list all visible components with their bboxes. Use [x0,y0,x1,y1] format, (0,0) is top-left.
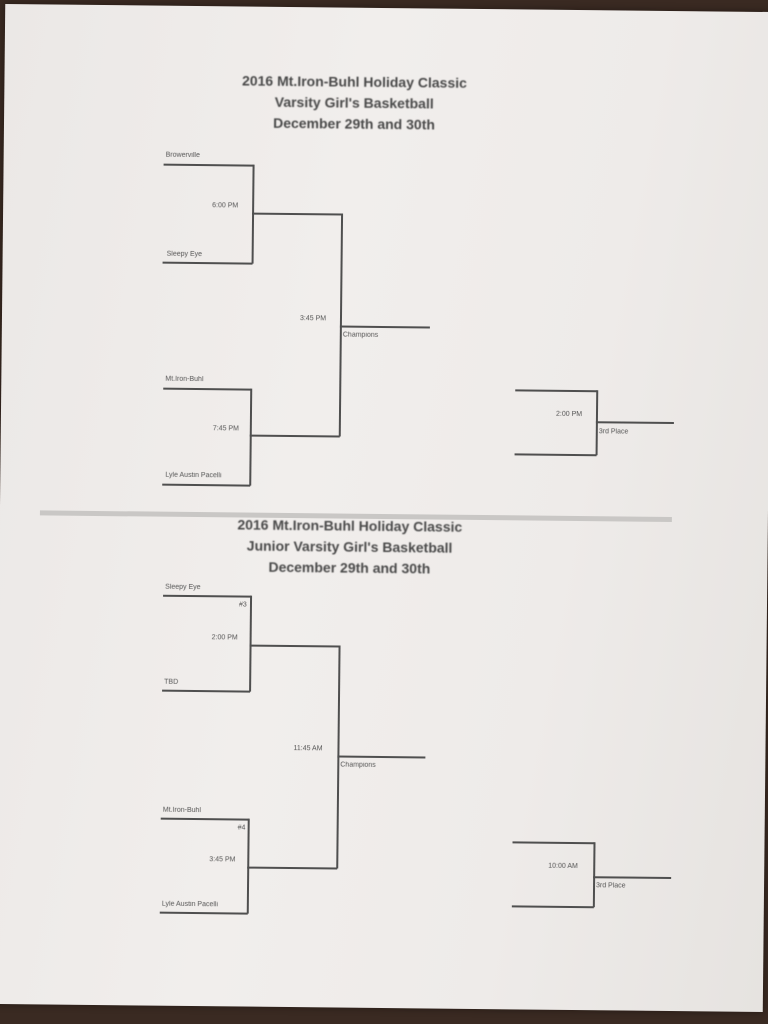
jv-champion-line [337,755,426,758]
jv-team-1: Sleepy Eye [165,583,201,592]
jv-team-3: Mt.Iron-Buhl [162,806,201,815]
jv-champions-label: Champions [340,761,376,769]
jv-third-label: 3rd Place [596,882,626,890]
jv-bracket: Sleepy Eye #3 TBD 2:00 PM Mt.Iron-Buhl #… [0,4,768,1012]
jv-team-4: Lyle Austin Pacelli [161,900,219,909]
jv-seed-3: #4 [237,824,246,832]
jv-winner-1 [249,644,340,648]
jv-team-2: TBD [164,678,179,686]
jv-slot-1 [163,594,252,598]
jv-winner-2 [247,866,338,870]
jv-seed-1: #3 [238,601,247,609]
jv-game1-time: 2:00 PM [211,634,238,642]
jv-third-time: 10:00 AM [548,862,578,871]
jv-third-connector [592,842,596,908]
paper-sheet: 2016 Mt.Iron-Buhl Holiday Classic Varsit… [0,4,768,1012]
jv-final-time: 11:45 AM [293,745,323,753]
jv-slot-3 [160,817,249,821]
jv-slot-2 [162,689,251,693]
jv-game2-time: 3:45 PM [209,856,236,864]
jv-slot-4 [159,911,248,915]
jv-third-slot-2 [511,905,594,908]
jv-third-slot-1 [512,841,595,844]
jv-third-winner-line [593,876,672,879]
jv-connector-1 [249,595,252,692]
